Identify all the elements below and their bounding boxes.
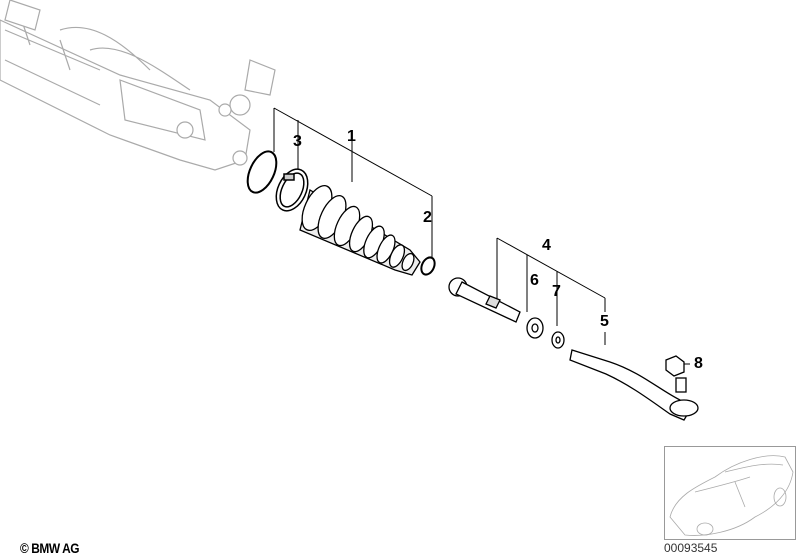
clamp-sleeve: [551, 331, 565, 349]
callout-8[interactable]: 8: [694, 355, 703, 372]
lock-nut: [526, 317, 544, 339]
clamp: [275, 168, 309, 212]
callout-1[interactable]: 1: [347, 128, 356, 145]
tie-rod-end: [569, 349, 699, 421]
leader-lines: [273, 107, 690, 365]
inner-tie-rod: [448, 277, 521, 323]
car-outline-icon: [669, 455, 794, 536]
callout-2[interactable]: 2: [423, 209, 432, 226]
nut: [665, 355, 685, 377]
steering-rack-housing: [0, 0, 276, 171]
image-number: 00093545: [664, 541, 718, 555]
ring-small: [420, 256, 436, 276]
ring-large: [246, 150, 278, 194]
callout-3[interactable]: 3: [293, 133, 302, 150]
callout-7[interactable]: 7: [552, 283, 561, 300]
callout-4[interactable]: 4: [542, 237, 551, 254]
vehicle-thumbnail: [664, 446, 796, 540]
copyright: © BMW AG: [20, 540, 80, 556]
bellows-boot: [299, 185, 421, 276]
callout-6[interactable]: 6: [530, 272, 539, 289]
callout-5[interactable]: 5: [600, 313, 609, 330]
